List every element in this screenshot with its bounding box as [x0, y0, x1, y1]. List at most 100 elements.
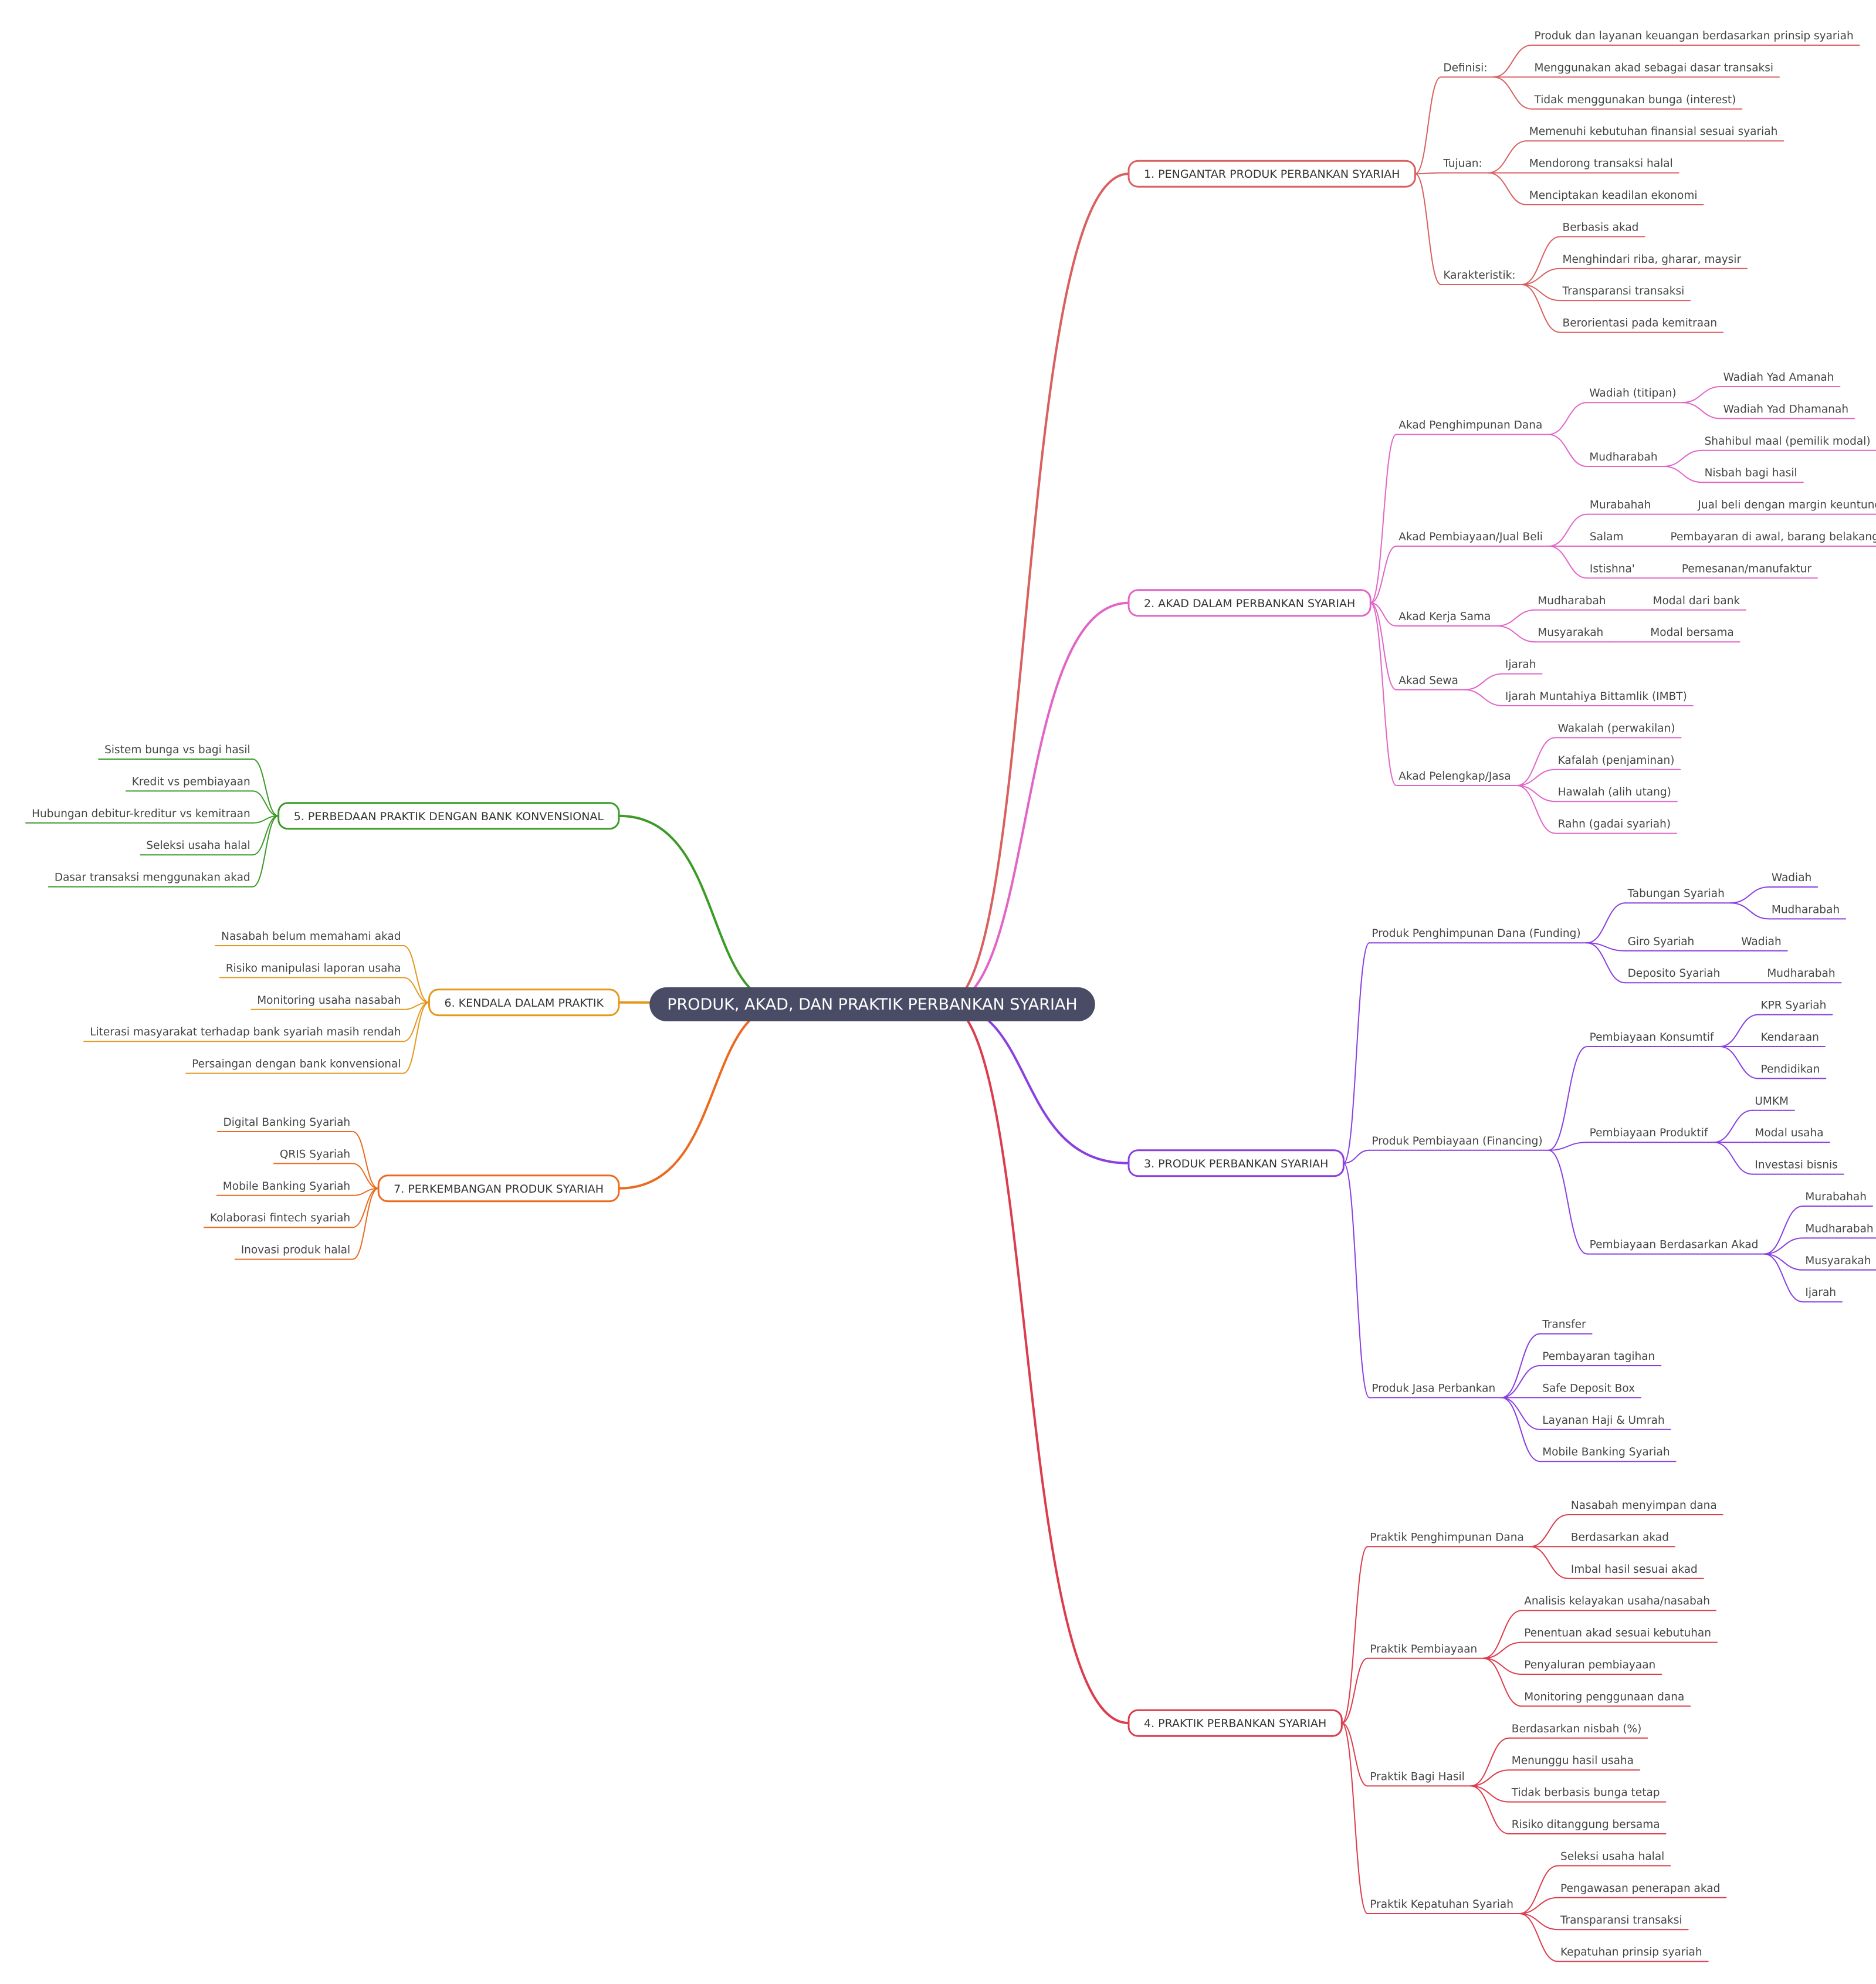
node-mudharabah[interactable]: Mudharabah — [1538, 595, 1606, 607]
node-analisis-kelayakan-usaha-nasabah[interactable]: Analisis kelayakan usaha/nasabah — [1524, 1595, 1710, 1607]
node-rahn-gadai-syariah[interactable]: Rahn (gadai syariah) — [1558, 818, 1671, 831]
branch-b6[interactable]: 6. KENDALA DALAM PRAKTIK — [428, 988, 620, 1017]
node-deposito-syariah[interactable]: Deposito Syariah — [1628, 967, 1721, 980]
branch-b1[interactable]: 1. PENGANTAR PRODUK PERBANKAN SYARIAH — [1127, 160, 1416, 188]
node-penyaluran-pembiayaan[interactable]: Penyaluran pembiayaan — [1524, 1659, 1655, 1671]
node-pembiayaan-konsumtif[interactable]: Pembiayaan Konsumtif — [1590, 1031, 1714, 1044]
node-menunggu-hasil-usaha[interactable]: Menunggu hasil usaha — [1512, 1755, 1634, 1767]
node-ijarah-muntahiya-bittamlik-imbt[interactable]: Ijarah Muntahiya Bittamlik (IMBT) — [1505, 690, 1687, 703]
branch-b3[interactable]: 3. PRODUK PERBANKAN SYARIAH — [1127, 1149, 1345, 1177]
node-produk-pembiayaan-financing[interactable]: Produk Pembiayaan (Financing) — [1372, 1135, 1542, 1147]
node-kendaraan[interactable]: Kendaraan — [1761, 1031, 1819, 1044]
node-tujuan[interactable]: Tujuan: — [1442, 158, 1482, 170]
node-produk-dan-layanan-keuangan-berdasarkan-[interactable]: Produk dan layanan keuangan berdasarkan … — [1535, 30, 1854, 42]
node-hawalah-alih-utang[interactable]: Hawalah (alih utang) — [1558, 786, 1671, 798]
node-praktik-penghimpunan-dana[interactable]: Praktik Penghimpunan Dana — [1370, 1531, 1524, 1543]
node-modal-usaha[interactable]: Modal usaha — [1755, 1127, 1823, 1139]
node-persaingan-dengan-bank-konvensional[interactable]: Persaingan dengan bank konvensional — [192, 1058, 401, 1071]
node-mendorong-transaksi-halal[interactable]: Mendorong transaksi halal — [1529, 158, 1673, 170]
node-monitoring-usaha-nasabah[interactable]: Monitoring usaha nasabah — [257, 994, 401, 1007]
node-akad-pembiayaan-jual-beli[interactable]: Akad Pembiayaan/Jual Beli — [1398, 531, 1543, 543]
node-berbasis-akad[interactable]: Berbasis akad — [1563, 221, 1639, 233]
node-produk-penghimpunan-dana-funding[interactable]: Produk Penghimpunan Dana (Funding) — [1372, 927, 1580, 940]
node-penentuan-akad-sesuai-kebutuhan[interactable]: Penentuan akad sesuai kebutuhan — [1524, 1627, 1711, 1640]
node-transparansi-transaksi[interactable]: Transparansi transaksi — [1562, 285, 1685, 297]
node-kpr-syariah[interactable]: KPR Syariah — [1761, 1000, 1827, 1012]
node-wadiah-yad-dhamanah[interactable]: Wadiah Yad Dhamanah — [1723, 403, 1848, 415]
node-inovasi-produk-halal[interactable]: Inovasi produk halal — [241, 1244, 350, 1257]
node-menggunakan-akad-sebagai-dasar-transaksi[interactable]: Menggunakan akad sebagai dasar transaksi — [1535, 62, 1774, 74]
node-transparansi-transaksi[interactable]: Transparansi transaksi — [1560, 1914, 1682, 1927]
node-mudharabah[interactable]: Mudharabah — [1805, 1223, 1873, 1235]
node-digital-banking-syariah[interactable]: Digital Banking Syariah — [223, 1116, 350, 1129]
node-pembiayaan-produktif[interactable]: Pembiayaan Produktif — [1590, 1127, 1708, 1139]
node-layanan-haji-umrah[interactable]: Layanan Haji & Umrah — [1542, 1414, 1665, 1427]
node-tidak-berbasis-bunga-tetap[interactable]: Tidak berbasis bunga tetap — [1511, 1787, 1660, 1799]
node-salam[interactable]: Salam — [1590, 531, 1624, 543]
node-qris-syariah[interactable]: QRIS Syariah — [280, 1148, 350, 1160]
node-dasar-transaksi-menggunakan-akad[interactable]: Dasar transaksi menggunakan akad — [55, 872, 250, 884]
node-jual-beli-dengan-margin-keuntungan[interactable]: Jual beli dengan margin keuntungan — [1697, 499, 1876, 512]
node-wadiah[interactable]: Wadiah — [1772, 872, 1811, 884]
node-pembiayaan-berdasarkan-akad[interactable]: Pembiayaan Berdasarkan Akad — [1590, 1239, 1759, 1251]
node-mudharabah[interactable]: Mudharabah — [1589, 451, 1657, 463]
node-pembayaran-di-awal-barang-belakangan[interactable]: Pembayaran di awal, barang belakangan — [1670, 531, 1876, 543]
node-literasi-masyarakat-terhadap-bank-syaria[interactable]: Literasi masyarakat terhadap bank syaria… — [90, 1026, 401, 1038]
node-pemesanan-manufaktur[interactable]: Pemesanan/manufaktur — [1682, 563, 1812, 575]
node-seleksi-usaha-halal[interactable]: Seleksi usaha halal — [146, 839, 250, 852]
node-mobile-banking-syariah[interactable]: Mobile Banking Syariah — [223, 1180, 350, 1193]
node-wadiah[interactable]: Wadiah — [1741, 936, 1781, 948]
node-wadiah-yad-amanah[interactable]: Wadiah Yad Amanah — [1723, 371, 1834, 384]
node-akad-pelengkap-jasa[interactable]: Akad Pelengkap/Jasa — [1398, 770, 1511, 783]
node-mobile-banking-syariah[interactable]: Mobile Banking Syariah — [1542, 1446, 1670, 1458]
node-monitoring-penggunaan-dana[interactable]: Monitoring penggunaan dana — [1524, 1691, 1684, 1703]
node-praktik-kepatuhan-syariah[interactable]: Praktik Kepatuhan Syariah — [1370, 1898, 1513, 1911]
node-murabahah[interactable]: Murabahah — [1590, 499, 1651, 512]
node-definisi[interactable]: Definisi: — [1443, 62, 1487, 74]
node-nasabah-menyimpan-dana[interactable]: Nasabah menyimpan dana — [1571, 1499, 1717, 1512]
node-mudharabah[interactable]: Mudharabah — [1772, 903, 1840, 916]
node-akad-penghimpunan-dana[interactable]: Akad Penghimpunan Dana — [1398, 419, 1542, 432]
node-produk-jasa-perbankan[interactable]: Produk Jasa Perbankan — [1372, 1382, 1495, 1394]
node-risiko-ditanggung-bersama[interactable]: Risiko ditanggung bersama — [1512, 1819, 1660, 1831]
node-praktik-pembiayaan[interactable]: Praktik Pembiayaan — [1370, 1643, 1477, 1655]
node-musyarakah[interactable]: Musyarakah — [1538, 627, 1603, 639]
node-praktik-bagi-hasil[interactable]: Praktik Bagi Hasil — [1370, 1770, 1464, 1783]
node-kafalah-penjaminan[interactable]: Kafalah (penjaminan) — [1558, 754, 1675, 767]
node-nisbah-bagi-hasil[interactable]: Nisbah bagi hasil — [1705, 467, 1797, 479]
node-sistem-bunga-vs-bagi-hasil[interactable]: Sistem bunga vs bagi hasil — [104, 744, 250, 756]
node-transfer[interactable]: Transfer — [1542, 1319, 1586, 1331]
node-investasi-bisnis[interactable]: Investasi bisnis — [1755, 1159, 1837, 1172]
branch-b5[interactable]: 5. PERBEDAAN PRAKTIK DENGAN BANK KONVENS… — [277, 802, 620, 830]
node-shahibul-maal-pemilik-modal[interactable]: Shahibul maal (pemilik modal) — [1705, 435, 1871, 448]
node-tabungan-syariah[interactable]: Tabungan Syariah — [1627, 888, 1725, 900]
node-nasabah-belum-memahami-akad[interactable]: Nasabah belum memahami akad — [221, 930, 401, 943]
node-wadiah-titipan[interactable]: Wadiah (titipan) — [1589, 387, 1676, 399]
node-risiko-manipulasi-laporan-usaha[interactable]: Risiko manipulasi laporan usaha — [226, 962, 401, 974]
node-umkm[interactable]: UMKM — [1755, 1095, 1789, 1108]
node-modal-dari-bank[interactable]: Modal dari bank — [1653, 595, 1740, 607]
node-ijarah[interactable]: Ijarah — [1505, 659, 1536, 671]
node-memenuhi-kebutuhan-finansial-sesuai-syar[interactable]: Memenuhi kebutuhan finansial sesuai syar… — [1529, 126, 1778, 138]
node-pengawasan-penerapan-akad[interactable]: Pengawasan penerapan akad — [1560, 1883, 1720, 1895]
node-berdasarkan-akad[interactable]: Berdasarkan akad — [1571, 1531, 1669, 1543]
node-berdasarkan-nisbah[interactable]: Berdasarkan nisbah (%) — [1512, 1723, 1642, 1735]
node-pembayaran-tagihan[interactable]: Pembayaran tagihan — [1542, 1350, 1655, 1363]
node-akad-sewa[interactable]: Akad Sewa — [1398, 675, 1458, 687]
node-akad-kerja-sama[interactable]: Akad Kerja Sama — [1398, 611, 1491, 623]
node-murabahah[interactable]: Murabahah — [1805, 1191, 1867, 1203]
node-giro-syariah[interactable]: Giro Syariah — [1628, 936, 1695, 948]
node-menghindari-riba-gharar-maysir[interactable]: Menghindari riba, gharar, maysir — [1563, 253, 1742, 266]
node-berorientasi-pada-kemitraan[interactable]: Berorientasi pada kemitraan — [1563, 317, 1718, 330]
node-pendidikan[interactable]: Pendidikan — [1761, 1063, 1820, 1075]
node-tidak-menggunakan-bunga-interest[interactable]: Tidak menggunakan bunga (interest) — [1534, 94, 1736, 106]
node-kolaborasi-fintech-syariah[interactable]: Kolaborasi fintech syariah — [210, 1212, 350, 1224]
node-menciptakan-keadilan-ekonomi[interactable]: Menciptakan keadilan ekonomi — [1529, 189, 1698, 202]
branch-b4[interactable]: 4. PRAKTIK PERBANKAN SYARIAH — [1127, 1709, 1343, 1737]
root-node[interactable]: PRODUK, AKAD, DAN PRAKTIK PERBANKAN SYAR… — [649, 987, 1095, 1021]
branch-b7[interactable]: 7. PERKEMBANGAN PRODUK SYARIAH — [377, 1174, 620, 1203]
node-kepatuhan-prinsip-syariah[interactable]: Kepatuhan prinsip syariah — [1560, 1946, 1702, 1959]
node-hubungan-debitur-kreditur-vs-kemitraan[interactable]: Hubungan debitur-kreditur vs kemitraan — [32, 808, 250, 820]
node-safe-deposit-box[interactable]: Safe Deposit Box — [1542, 1382, 1635, 1394]
node-modal-bersama[interactable]: Modal bersama — [1650, 627, 1733, 639]
